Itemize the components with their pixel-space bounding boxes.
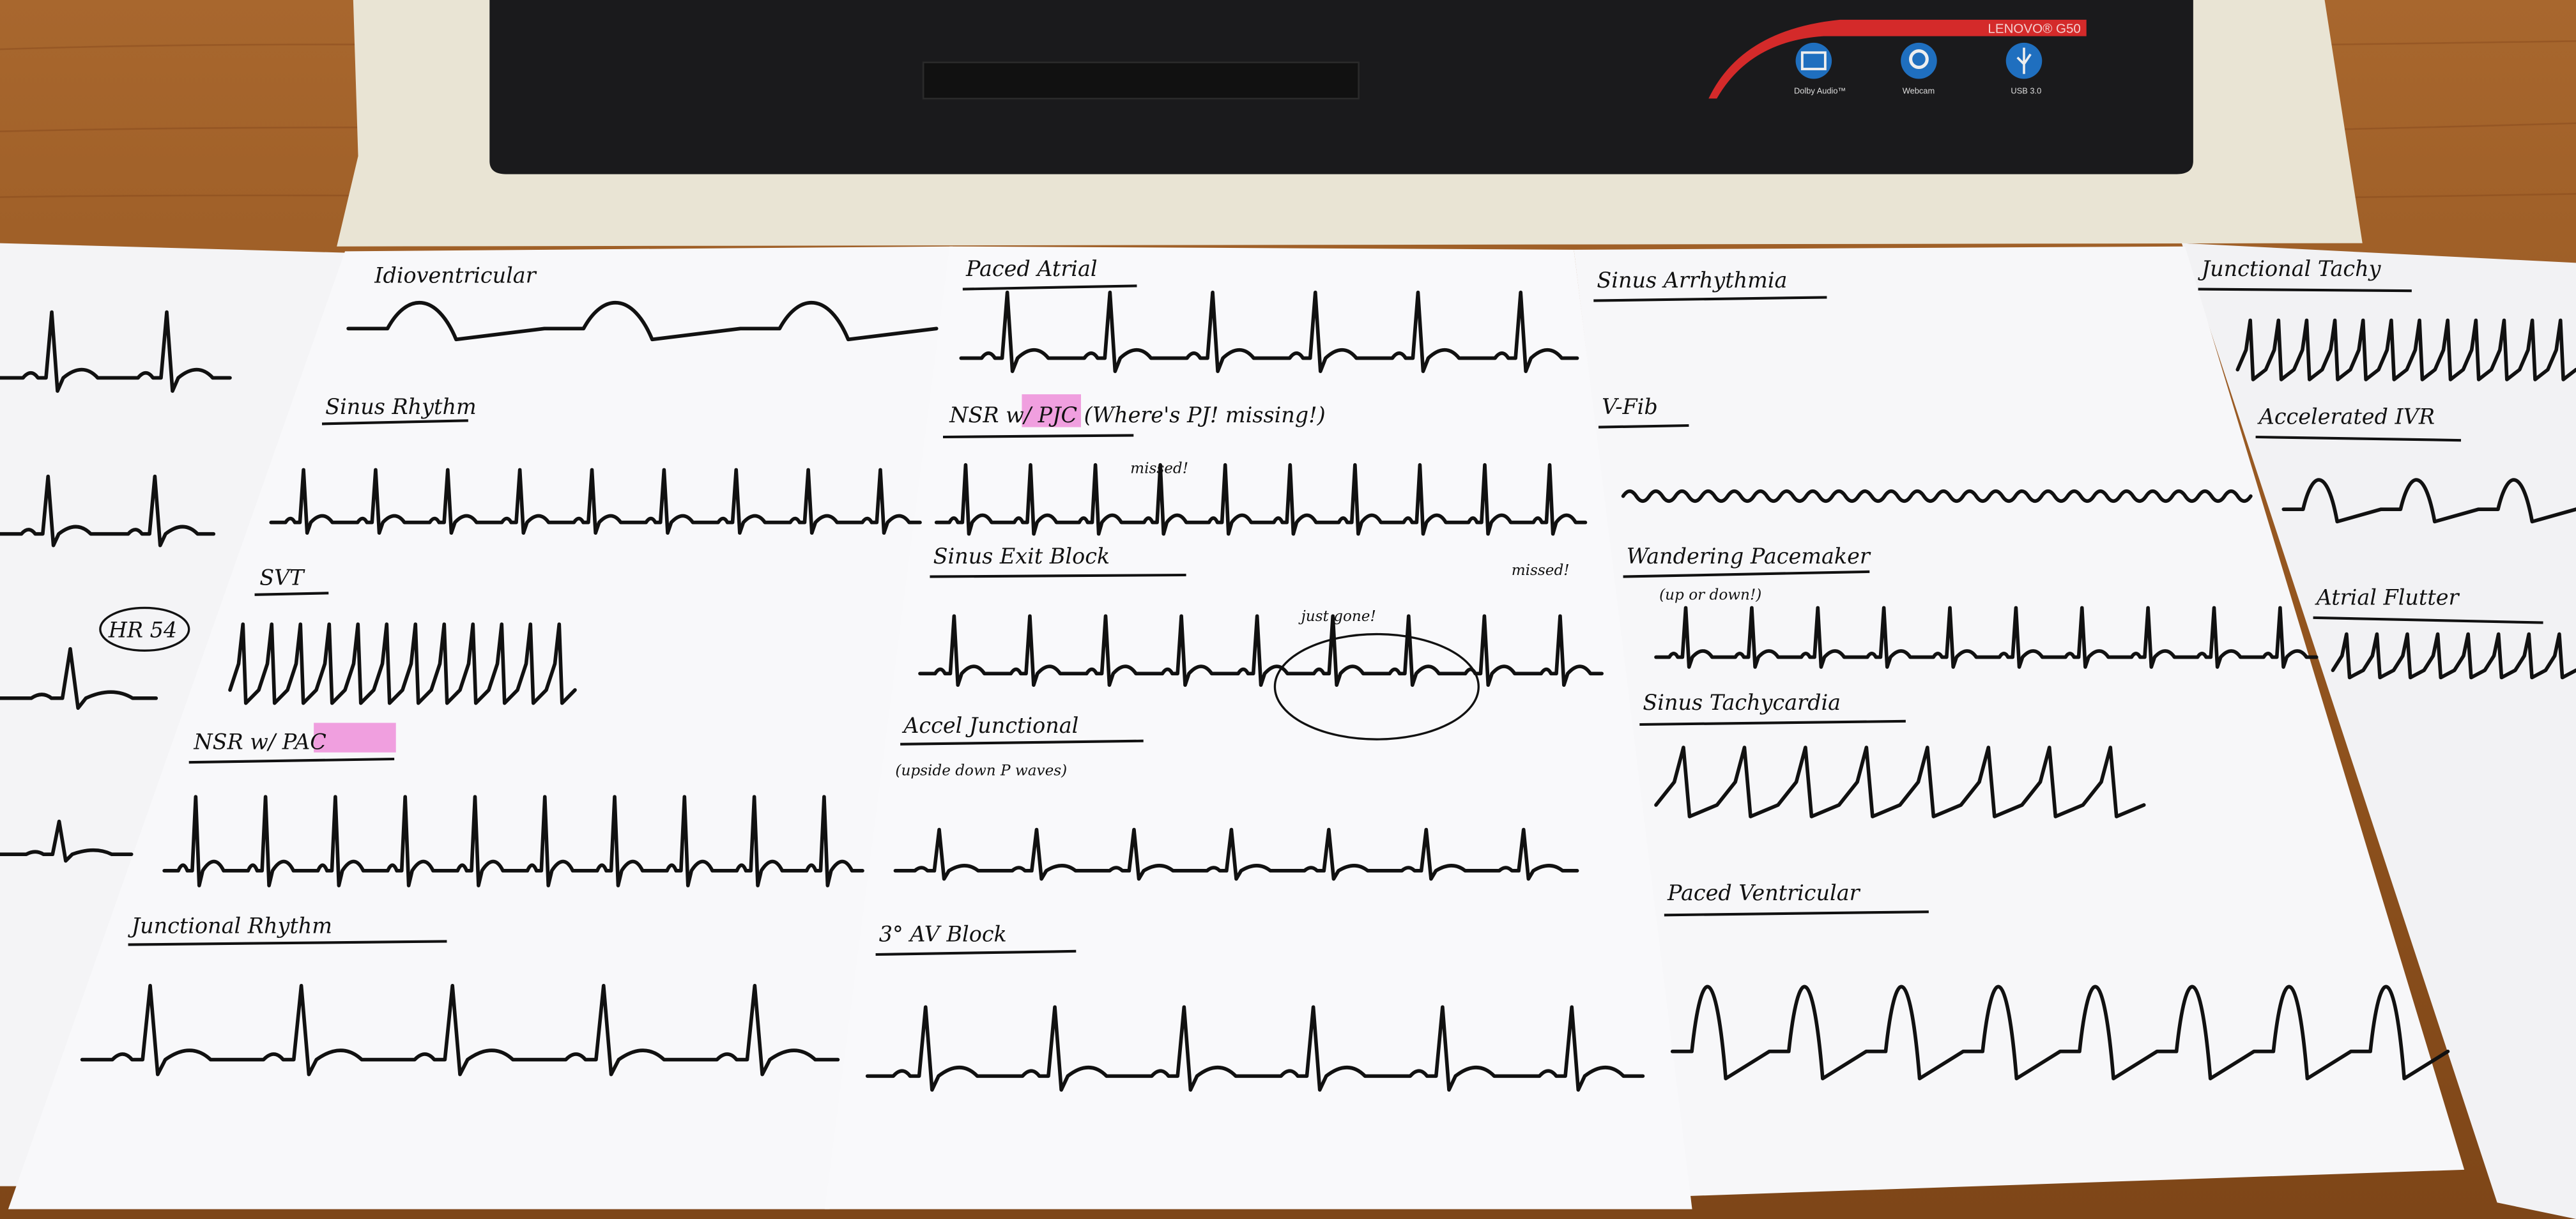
label-svt: SVT (259, 565, 305, 590)
trace-accelerated-ivr (2281, 478, 2576, 524)
label-upside-down-p: (upside down P waves) (895, 763, 1067, 779)
label-junctional-tachy: Junctional Tachy (2198, 256, 2382, 281)
label-wandering-pacemaker: Wandering Pacemaker (1627, 544, 1871, 569)
label-accel-junctional: Accel Junctional (901, 713, 1078, 738)
label-v-fib: V-Fib (1602, 394, 1658, 419)
trace-sinus-tachycardia (1654, 746, 2146, 818)
highlight-pac (314, 723, 396, 753)
laptop-brand: LENOVO® G50 (1988, 21, 2080, 36)
trace-wandering-pacemaker (1654, 606, 2319, 669)
ecg-traces (0, 290, 2576, 1092)
label-missed: missed! (1130, 461, 1188, 477)
label-sinus-rhythm: Sinus Rhythm (325, 394, 477, 419)
label-idioventricular: Idioventricular (374, 263, 537, 288)
label-junctional-rhythm: Junctional Rhythm (128, 914, 332, 939)
label-hr: HR 54 (108, 618, 177, 643)
highlight-pjc (1022, 394, 1081, 427)
trace-sinus-exit-block (918, 614, 1604, 687)
usb-icon (2005, 42, 2043, 79)
sheet-4 (1574, 246, 2465, 1196)
laptop: LENOVO® G50 Dolby Audio™ Webcam USB 3.0 (489, 0, 2193, 174)
trace-sinus-rhythm (269, 468, 922, 535)
label-up-or-down: (up or down!) (1659, 587, 1761, 604)
sheet-3-labels: Paced Atrial NSR w/ PJC (Where's PJ! mis… (875, 256, 1570, 956)
trace-left-3 (0, 647, 158, 710)
label-missed: missed! (1512, 562, 1570, 579)
trace-atrial-flutter (2331, 632, 2576, 680)
label-paced-atrial: Paced Atrial (965, 256, 1098, 281)
label-sinus-arrhythmia: Sinus Arrhythmia (1597, 268, 1787, 293)
label-paced-ventricular: Paced Ventricular (1667, 880, 1861, 905)
sheet-2-labels: Idioventricular Sinus Rhythm SVT NSR w/ … (128, 263, 537, 946)
sheet-1-labels: HR 54 (99, 606, 190, 652)
label-sinus-exit-block: Sinus Exit Block (933, 544, 1110, 569)
label-sinus-tachycardia: Sinus Tachycardia (1643, 690, 1841, 715)
trace-left-1 (0, 310, 232, 393)
badge-label: Webcam (1903, 86, 1935, 96)
trace-junctional-rhythm (80, 984, 840, 1077)
dolby-icon (1795, 42, 1832, 79)
sheet-4-labels: Sinus Arrhythmia V-Fib Wandering Pacemak… (1593, 268, 1929, 917)
trace-accel-junctional (893, 827, 1579, 881)
sheet-2 (8, 246, 953, 1209)
label-3-av-block: 3° AV Block (879, 921, 1007, 946)
label-nsr-pjc: NSR w/ PJC (Where's PJ! missing!) (949, 402, 1325, 427)
badge-label: Dolby Audio™ (1794, 86, 1846, 96)
trace-junctional-tachy (2235, 318, 2576, 381)
badge-label: USB 3.0 (2011, 86, 2041, 96)
trace-left-4 (0, 819, 134, 863)
trace-idioventricular (346, 301, 939, 342)
trace-nsr-pac (162, 795, 864, 887)
webcam-icon (1901, 42, 1937, 79)
sheet-3 (824, 246, 1692, 1209)
trace-3av-block (865, 1005, 1645, 1092)
trace-paced-ventricular (1670, 985, 2450, 1080)
label-nsr-pac: NSR w/ PAC (193, 730, 326, 755)
trace-paced-atrial (959, 290, 1579, 373)
label-accelerated-ivr: Accelerated IVR (2257, 404, 2435, 429)
trace-svt (228, 622, 577, 705)
label-just-gone: just gone! (1298, 608, 1376, 625)
trace-left-2 (0, 474, 216, 548)
trace-v-fib (1621, 489, 2253, 503)
sheet-5-labels: Junctional Tachy Accelerated IVR Atrial … (2198, 256, 2543, 624)
label-atrial-flutter: Atrial Flutter (2315, 585, 2460, 610)
sheet-5 (2181, 243, 2576, 1219)
trace-nsr-pjc (934, 463, 1588, 536)
